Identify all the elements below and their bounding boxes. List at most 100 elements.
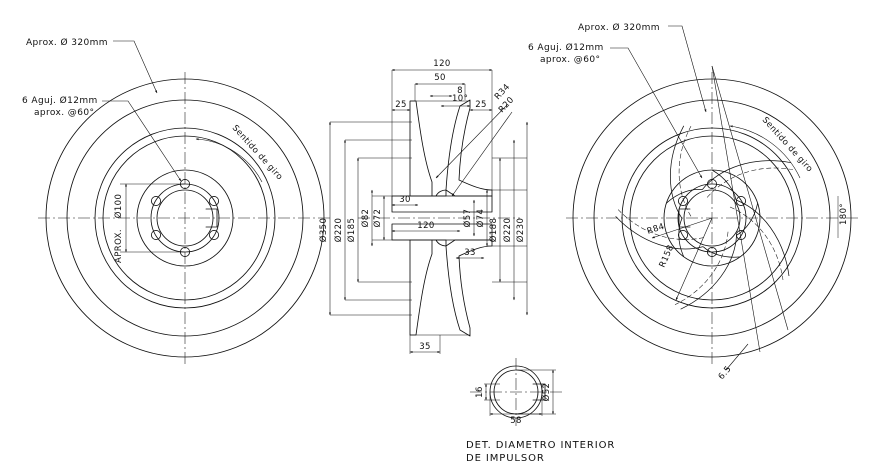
rear-view-vane-back: [678, 125, 692, 217]
front-view-circle-4: [102, 135, 268, 301]
front-view-bolt-circle-prefix: APROX.: [114, 229, 124, 263]
front-view-leader-outer-diameter: [113, 40, 158, 94]
detail-view-group: 16 Ø52 58 DET. DIAMETRO INTERIOR DE IMPU…: [466, 358, 615, 464]
section-view-dim-angle-10: 10°: [452, 94, 468, 104]
section-view-dim-350: Ø350: [318, 218, 329, 243]
section-view-fillet-lower: [431, 239, 447, 247]
rear-view-outer-circle: [572, 78, 852, 358]
front-view-bolt-hole-5: [150, 229, 162, 241]
detail-view-caption-line2: DE IMPULSOR: [466, 453, 545, 464]
rear-view-circle-3: [621, 127, 803, 309]
rear-view-note-holes-line2: aprox. @60°: [540, 55, 600, 65]
rear-view-vane-edge: [615, 216, 704, 250]
section-view-dim-width-120: 120: [433, 59, 450, 69]
rear-view-note-outer-diameter: Aprox. Ø 320mm: [578, 22, 660, 33]
rear-view-vane-back: [729, 206, 784, 281]
rear-view-leader-65: [725, 343, 749, 371]
section-view-dim-57: Ø57: [462, 209, 473, 228]
rear-view-hub-inner-circle: [677, 183, 747, 253]
section-view-lower-body: [391, 223, 493, 337]
rear-view-bolt-hole-5: [677, 229, 689, 241]
rear-view-vane-edge: [680, 235, 737, 310]
front-view-outer-circle: [45, 78, 325, 358]
rear-view-note-holes-line1: 6 Aguj. Ø12mm: [528, 42, 604, 53]
front-view-circle-2: [66, 99, 304, 337]
section-view-dim-185: Ø185: [346, 218, 357, 243]
detail-view-dim-52: Ø52: [541, 383, 552, 402]
rear-view-vane-edge: [670, 125, 685, 219]
rear-view-vane-root: [678, 218, 685, 257]
rear-view-leader-r84: [651, 217, 713, 239]
front-view-bolt-hole-3: [208, 229, 220, 241]
rear-view-dim-r158: R158: [658, 243, 677, 269]
rear-view-angle-ray-1: [711, 65, 761, 353]
front-view-note-holes-line1: 6 Aguj. Ø12mm: [22, 95, 98, 106]
section-view-hub-block-lower: [391, 223, 493, 241]
rear-view-impeller-vanes: [615, 125, 793, 310]
rear-view-vane-root: [736, 203, 759, 236]
section-view-dim-30: 30: [399, 195, 411, 205]
section-view-hub-wall-lower-left: [409, 239, 433, 336]
rear-view-vane-back: [674, 231, 729, 305]
section-view-dim-188: Ø188: [488, 218, 499, 243]
front-view-circle-3: [94, 127, 276, 309]
front-view-note-holes-line2: aprox. @60°: [34, 108, 94, 118]
rear-view-leader-outer-diameter: [668, 25, 707, 113]
section-view-dim-74: Ø74: [475, 209, 486, 228]
rear-view-vane-back: [706, 167, 793, 198]
section-view-dim-bore-120: 120: [417, 221, 434, 231]
rear-view-vane-edge: [702, 160, 792, 190]
front-view-hub-outer-circle: [136, 169, 234, 267]
section-view-dim-72: Ø72: [372, 209, 383, 228]
front-view-note-outer-diameter: Aprox. Ø 320mm: [26, 37, 108, 48]
section-view-dim-35: 35: [419, 342, 431, 352]
section-view-shroud-lower-right: [445, 239, 493, 337]
rear-view-vane-root: [666, 189, 703, 204]
rear-view-bolt-hole-4: [706, 246, 718, 258]
section-view-dim-220-right: Ø220: [502, 218, 513, 243]
section-view-fillet-upper: [431, 189, 447, 197]
rear-view-rotation-arc: [729, 125, 801, 179]
rear-view-dim-angle-180: 180°: [839, 203, 849, 225]
rear-view-shroud-circle: [629, 135, 795, 301]
front-view-bolt-hole-6: [150, 195, 162, 207]
rear-view-vane-root: [711, 169, 737, 201]
section-view-dim-33: 33: [464, 248, 476, 258]
detail-view-caption-line1: DET. DIAMETRO INTERIOR: [466, 440, 615, 451]
rear-view-vane-back: [617, 209, 704, 240]
section-view-leader-r34: [435, 103, 509, 179]
rear-view-bore: [683, 189, 741, 247]
rear-view-group: Aprox. Ø 320mm 6 Aguj. Ø12mm aprox. @60°…: [528, 22, 858, 382]
front-view-bolt-hole-2: [208, 195, 220, 207]
rear-view-bolt-hole-2: [735, 195, 747, 207]
rear-view-bolt-hole-6: [677, 195, 689, 207]
section-view-hub-wall-upper-left: [409, 100, 433, 197]
rear-view-angle-ray-2: [711, 65, 789, 331]
section-view-hub-block-upper: [391, 195, 493, 213]
front-view-group: Ø100 APROX. Aprox. Ø 320mm 6 Aguj. Ø12mm…: [22, 37, 332, 366]
front-view-leader-holes: [102, 100, 182, 182]
rear-view-leader-r158: [675, 217, 713, 301]
front-view-bolt-circle-label: Ø100: [113, 194, 124, 219]
section-view-dim-25-left: 25: [395, 100, 407, 110]
section-view-dim-8: 8: [457, 86, 463, 96]
section-view-dim-220-left: Ø220: [333, 218, 344, 243]
section-view-group: 120 50 8 10° 25 25 R34 R20 30 120 33 35 …: [318, 59, 528, 354]
section-view-dim-50: 50: [434, 73, 446, 83]
section-view-dim-230: Ø230: [515, 218, 526, 243]
section-view-leader-r20: [451, 111, 513, 197]
rear-view-rotation-label: Sentido de giro: [760, 115, 815, 174]
front-view-bore: [156, 189, 214, 247]
section-view-shroud-upper-right: [445, 99, 493, 197]
section-view-dim-25-right: 25: [475, 100, 487, 110]
rear-view-dim-vane-thickness: 6.5: [717, 364, 734, 382]
front-view-keyway: [205, 208, 218, 228]
detail-view-keyway: [532, 383, 546, 401]
rear-view-vane-root: [702, 246, 741, 258]
rear-view-vane-edge: [735, 199, 790, 277]
section-view-dim-82: Ø82: [360, 209, 371, 228]
rear-view-leader-holes: [610, 47, 703, 179]
rear-view-circle-2: [593, 99, 831, 337]
